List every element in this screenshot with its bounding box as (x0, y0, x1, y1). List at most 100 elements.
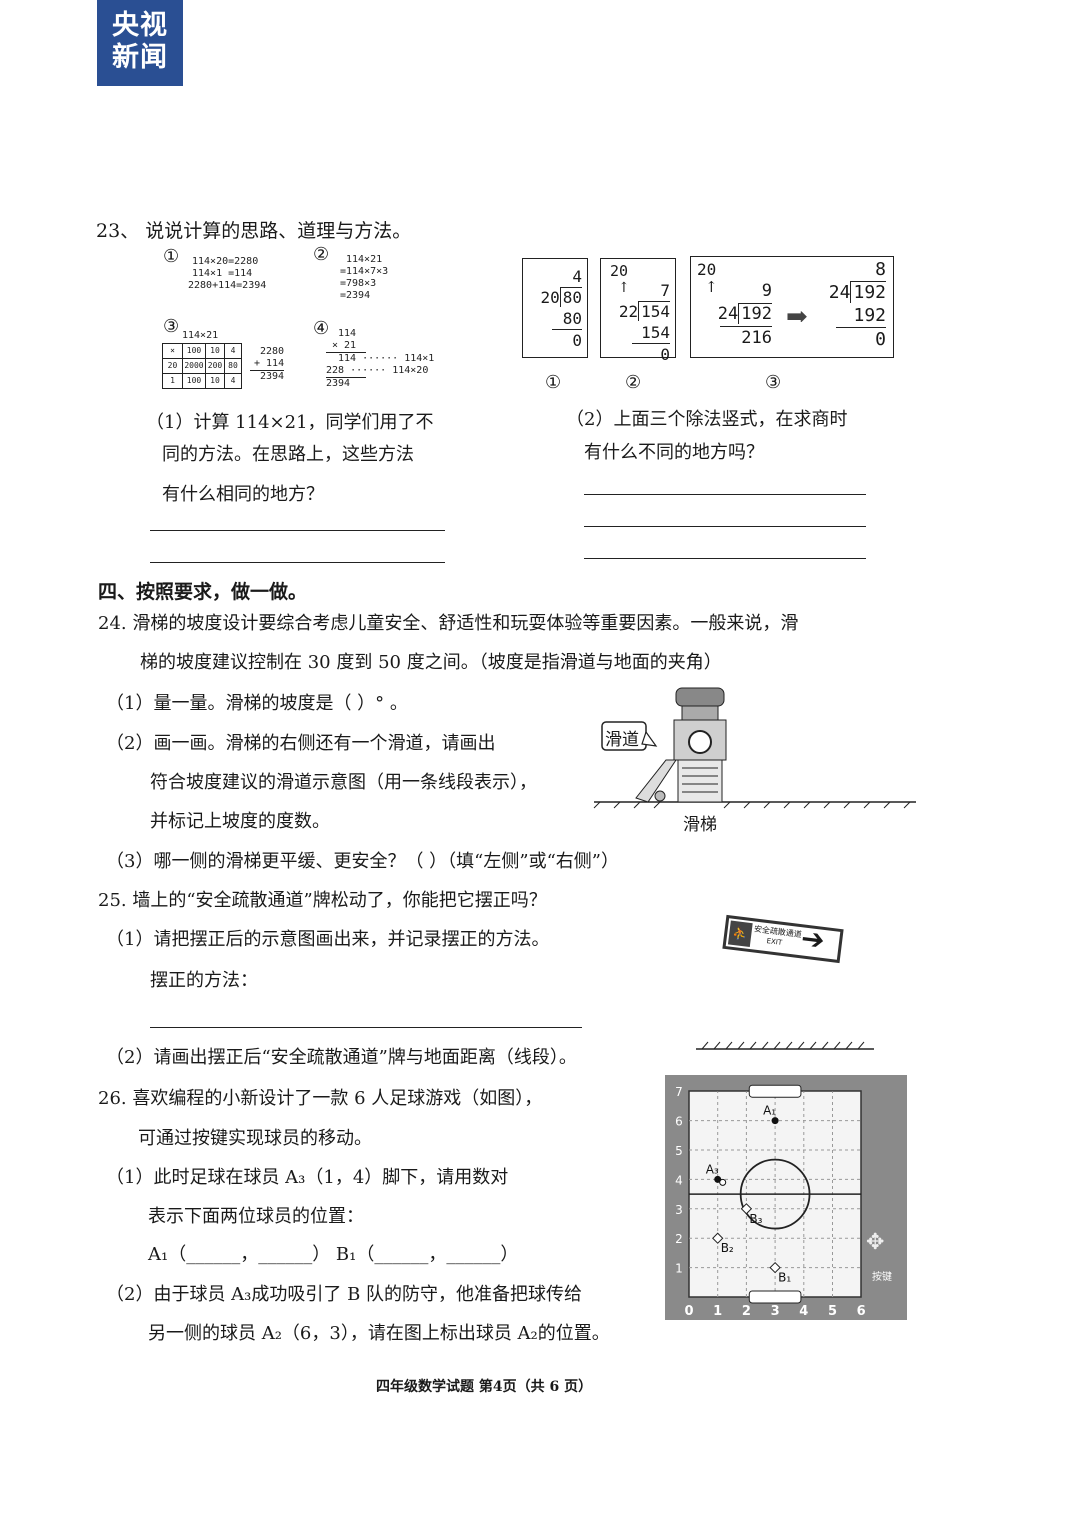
running-man-icon: ⛹ (727, 920, 753, 948)
answer-line[interactable] (584, 494, 866, 495)
grid-cell: 100 (182, 343, 206, 359)
product: 80 (552, 308, 582, 330)
grid-cell: 80 (224, 358, 242, 374)
grid-cell: 100 (182, 373, 206, 389)
y-tick-label: 7 (675, 1085, 683, 1099)
method-1-work: 114×20=2280 114×1 =114 2280+114=2394 (188, 256, 266, 292)
product: 192 (836, 304, 886, 328)
section-4-title: 四、按照要求，做一做。 (98, 581, 308, 603)
work-line: 2394 (326, 377, 366, 390)
q26-line1: 26. 喜欢编程的小新设计了一款 6 人足球游戏（如图）， (98, 1088, 543, 1109)
q24-line2: 梯的坡度建议控制在 30 度到 50 度之间。（坡度是指滑道与地面的夹角） (140, 652, 722, 673)
remainder: 0 (572, 331, 582, 350)
logo-line-2: 新闻 (112, 42, 168, 73)
q26-part2-line1: （2）由于球员 A₃成功吸引了 B 队的防守，他准备把球传给 (106, 1284, 583, 1305)
remainder: 0 (660, 345, 670, 364)
field-markings (689, 1084, 862, 1304)
grid-cell: 4 (224, 343, 242, 359)
q23-part1-line3: 有什么相同的地方？ (162, 484, 324, 505)
answer-line[interactable] (150, 562, 445, 563)
q23-part1-line1: （1）计算 114×21，同学们用了不 (146, 412, 434, 433)
grid-cell: 2000 (182, 358, 206, 374)
grid-cell: 10 (205, 343, 225, 359)
q26-part1-line2: 表示下面两位球员的位置： (148, 1206, 364, 1227)
q25-part1: （1）请把摆正后的示意图画出来，并记录摆正的方法。 (106, 929, 550, 950)
player-label: A₁ (763, 1104, 776, 1118)
work-line: 114×1 =114 (192, 268, 253, 279)
work-line: + 114 (250, 358, 285, 371)
grid-cell: 20 (162, 358, 183, 374)
arrow-keys-icon[interactable]: ✥ (866, 1230, 885, 1255)
quotient: 8 (875, 259, 886, 280)
method-2-number: ② (313, 244, 330, 265)
work-line: =114×7×3 (340, 266, 389, 277)
product: 216 (720, 326, 772, 350)
up-arrow-icon: ↑ (618, 280, 630, 296)
dividend: 154 (638, 301, 670, 321)
top-goal (748, 1084, 802, 1098)
work-line: 114×20=2280 (192, 256, 259, 267)
answer-line[interactable] (150, 530, 445, 531)
ground-line (696, 1041, 874, 1050)
quotient: 4 (572, 267, 582, 286)
work-line: 114×21 (346, 254, 383, 265)
work-line: 2280+114=2394 (188, 280, 267, 291)
work-line: 114 (338, 328, 357, 339)
x-tick-label: 5 (828, 1304, 837, 1319)
grid-cell: 200 (205, 358, 225, 374)
division-box-2 (600, 258, 676, 358)
divisor: 20 (540, 288, 560, 307)
q23-part1-line2: 同的方法。在思路上，这些方法 (162, 444, 414, 465)
quotient: 9 (761, 281, 772, 301)
arrow-right-icon: ➡ (786, 302, 808, 332)
logo-line-1: 央视 (112, 10, 168, 41)
q26-part1-answer[interactable]: A₁（______，______） B₁（______，______） (148, 1244, 519, 1265)
exit-sign-exit: EXIT (766, 937, 783, 947)
q25-part2: （2）请画出摆正后“安全疏散通道”牌与地面距离（线段）。 (106, 1047, 577, 1068)
q24-part1: （1）量一量。滑梯的坡度是（ ）° 。 (106, 693, 408, 714)
work-line: × 21 (326, 340, 366, 353)
answer-line[interactable] (150, 1027, 582, 1028)
page-footer: 四年级数学试题 第4页（共 6 页） (376, 1379, 593, 1395)
q24-part3: （3）哪一侧的滑梯更平缓、更安全？（ ）（填“左侧”或“右侧”） (106, 851, 619, 872)
ball-icon (719, 1178, 727, 1186)
method-3-top: 114×21 (182, 330, 219, 341)
q26-part2-line2: 另一侧的球员 A₂（6，3），请在图上标出球员 A₂的位置。 (148, 1323, 610, 1344)
player-b-marker (740, 1203, 753, 1215)
division-label-2: ② (625, 372, 642, 393)
answer-line[interactable] (584, 526, 866, 527)
divisor: 24 (717, 304, 739, 324)
q24-part2-line1: （2）画一画。滑梯的右侧还有一个滑道，请画出 (106, 733, 496, 754)
dividend: 192 (850, 281, 886, 303)
product: 154 (632, 322, 670, 344)
arrow-keys-label: 按键 (872, 1272, 892, 1283)
arrow-right-icon: ➔ (799, 921, 827, 957)
y-tick-label: 3 (675, 1203, 683, 1217)
division-box-3 (690, 256, 894, 358)
player-label: B₁ (778, 1271, 791, 1285)
player-a-marker (771, 1117, 779, 1125)
answer-line[interactable] (584, 558, 866, 559)
player-b-marker (712, 1232, 724, 1244)
q24-part2-line2: 符合坡度建议的滑道示意图（用一条线段表示）， (150, 772, 537, 793)
grid-cell: 4 (224, 373, 242, 389)
grid-cell: × (162, 343, 183, 359)
player-label: B₃ (749, 1212, 762, 1226)
x-tick-label: 2 (742, 1304, 751, 1319)
q23-part2-line1: （2）上面三个除法竖式，在求商时 (566, 409, 848, 430)
method-2-work: 114×21 =114×7×3 =798×3 =2394 (340, 254, 388, 302)
y-tick-label: 4 (675, 1173, 683, 1187)
division-box-1 (522, 258, 588, 358)
method-3-grid: × 100 10 4 20 2000 200 80 1 100 10 4 (162, 343, 242, 389)
q24-part2-line3: 并标记上坡度的度数。 (150, 811, 330, 832)
player-label: A₃ (706, 1162, 719, 1176)
method-3-sum: 2280 + 114 2394 (250, 346, 285, 383)
division-label-3: ③ (765, 372, 782, 393)
grid-cell: 10 (205, 373, 225, 389)
q23-part2-line2: 有什么不同的地方吗？ (584, 442, 764, 463)
q23-title: 23、 说说计算的思路、道理与方法。 (96, 220, 412, 242)
